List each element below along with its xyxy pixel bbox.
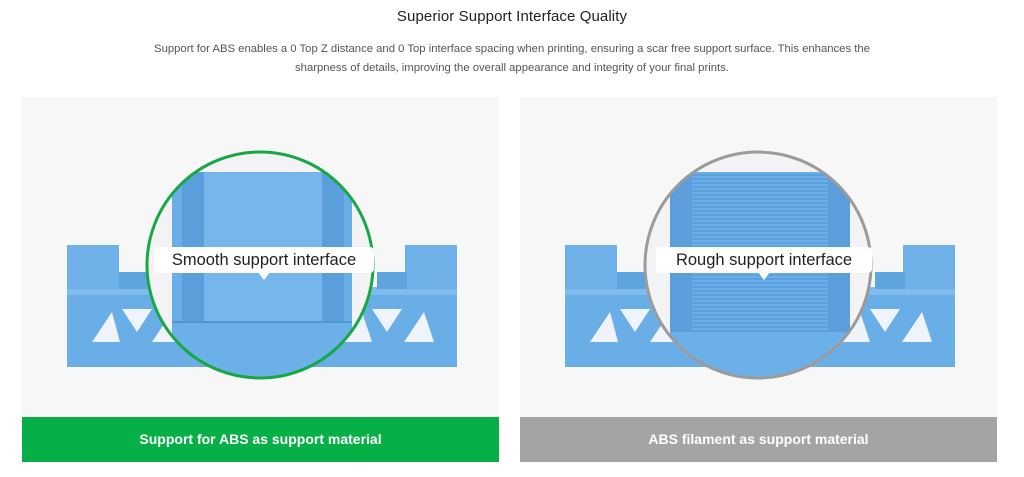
caption-bar: ABS filament as support material [520,417,997,462]
section-description: Support for ABS enables a 0 Top Z distan… [154,43,870,74]
comparison-card-smooth: Smooth support interface Support for ABS… [22,97,499,462]
callout-label: Smooth support interface [154,247,374,280]
comparison-card-rough: Rough support interface ABS filament as … [520,97,997,462]
section-title: Superior Support Interface Quality [396,8,628,25]
print-photo-rough: Rough support interface [520,97,997,417]
callout-label: Rough support interface [656,247,872,280]
caption-bar: Support for ABS as support material [22,417,499,462]
print-photo-smooth: Smooth support interface [22,97,499,417]
